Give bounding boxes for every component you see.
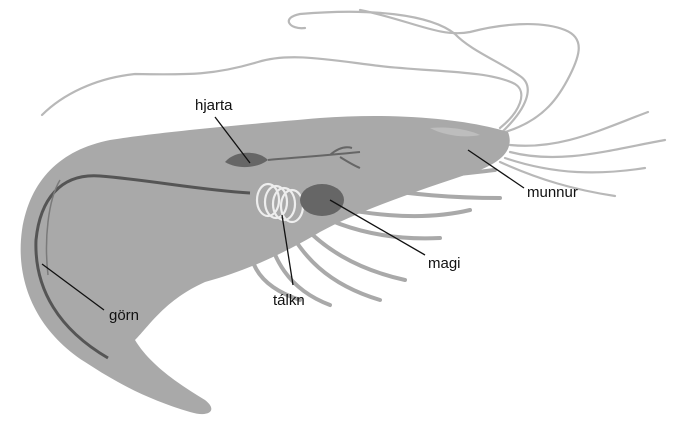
antenna-front-2 [510, 140, 665, 157]
antenna-front-3 [505, 158, 645, 172]
label-gills: tálkn [273, 292, 305, 309]
antenna-long [289, 12, 528, 134]
label-mouth: munnur [527, 184, 578, 201]
antenna-long-2 [360, 10, 579, 132]
label-stomach: magi [428, 255, 461, 272]
label-intestine: görn [109, 307, 139, 324]
antenna-front-1 [510, 112, 648, 146]
antenna-upper [42, 57, 521, 128]
label-heart: hjarta [195, 97, 233, 114]
stomach [300, 184, 344, 216]
